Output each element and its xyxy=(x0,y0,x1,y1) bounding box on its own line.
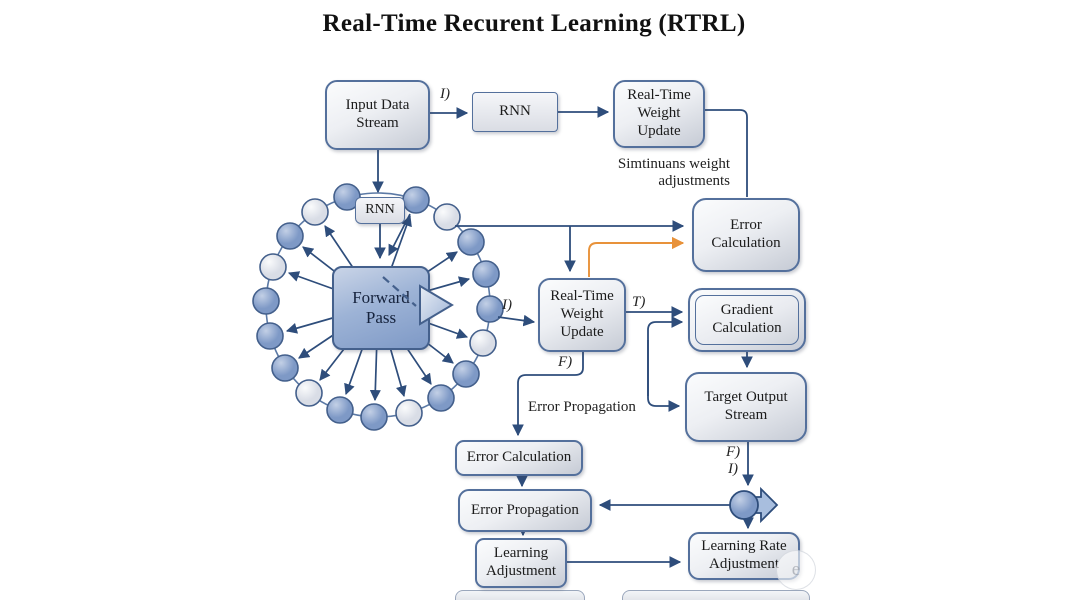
node-real-time-weight-update-center: Real-Time Weight Update xyxy=(538,278,626,352)
page-title: Real-Time Recurent Learning (RTRL) xyxy=(322,10,746,37)
edge-label-input-to-rnn: I) xyxy=(440,86,450,102)
cutoff-box-left xyxy=(455,590,585,600)
edge-bracket-down xyxy=(647,340,681,412)
node-rnn-small: RNN xyxy=(355,197,405,224)
gradient-calculation-inner: Gradient Calculation xyxy=(695,295,799,345)
node-rnn-top: RNN xyxy=(472,92,558,132)
node-forward-pass: Forward Pass xyxy=(332,266,430,350)
edge-rtwu-to-errorcalc-bottom xyxy=(512,352,584,437)
edge-label-target-down-2: I) xyxy=(728,461,738,477)
node-real-time-weight-update-top: Real-Time Weight Update xyxy=(613,80,705,148)
edge-rtwu-to-errorcalc-orange xyxy=(588,236,685,277)
node-gradient-calculation: Gradient Calculation xyxy=(688,288,806,352)
annotation-continuous-weight: Simtinuans weight adjustments xyxy=(617,156,730,189)
edge-ring-to-rtwu-center xyxy=(497,314,536,327)
node-target-output-stream: Target Output Stream xyxy=(685,372,807,442)
edge-label-ring-to-rtwu: I) xyxy=(502,297,512,313)
edge-label-target-down-1: F) xyxy=(726,444,741,460)
edge-label-rtwu-to-gradient: T) xyxy=(632,294,646,310)
circle-arrow-icon xyxy=(729,486,779,524)
node-learning-rate-adjustment: Learning Rate Adjustment xyxy=(688,532,800,580)
watermark-circle: e xyxy=(776,550,816,590)
node-learning-adjustment: Learning Adjustment xyxy=(475,538,567,588)
edge-bracket-up xyxy=(647,316,684,396)
annotation-error-propagation: Error Propagation xyxy=(528,399,636,415)
node-error-propagation: Error Propagation xyxy=(458,489,592,532)
node-error-calculation-top: Error Calculation xyxy=(692,198,800,272)
node-error-calculation-bottom: Error Calculation xyxy=(455,440,583,476)
edge-label-rtwu-down: F) xyxy=(558,354,573,370)
node-input-data-stream: Input Data Stream xyxy=(325,80,430,150)
cutoff-box-right xyxy=(622,590,810,600)
